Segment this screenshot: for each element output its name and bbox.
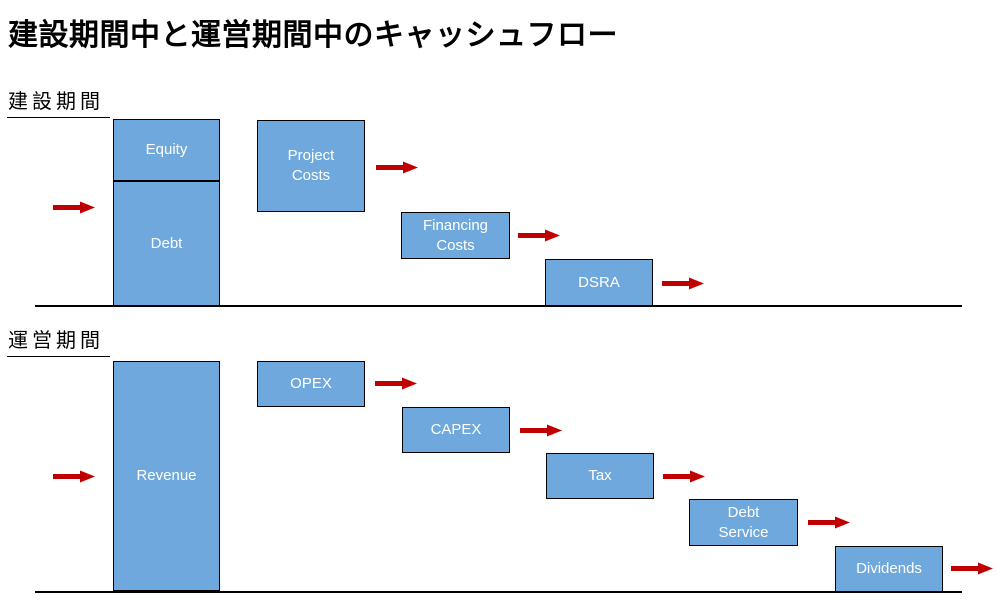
revenue-box: Revenue [113, 361, 220, 591]
equity-label: Equity [145, 141, 188, 158]
dsra-label: DSRA [578, 273, 620, 291]
tax-box: Tax [546, 453, 654, 499]
arrow-after-tax-icon [663, 470, 705, 488]
arrow-after-opex-icon [375, 377, 417, 395]
capex-label: CAPEX [430, 421, 482, 438]
arrow-after-capex-icon [520, 424, 562, 442]
capex-box: CAPEX [402, 407, 510, 453]
debt-service-label: Service [718, 523, 769, 541]
baseline-section-0 [35, 305, 962, 307]
equity-box: Equity [113, 119, 220, 181]
project-costs-label: Costs [291, 167, 331, 184]
dividends-box: Dividends [835, 546, 943, 592]
section-label-operation: 運営期間 [7, 324, 110, 357]
dividends-label: Dividends [856, 560, 922, 577]
financing-costs-label: Costs [436, 236, 475, 254]
financing-costs-label: Financing [422, 216, 489, 234]
arrow-after-project-costs-icon [376, 161, 418, 179]
tax-label: Tax [588, 467, 612, 484]
arrow-after-dividends-icon [951, 562, 993, 580]
baseline-section-1 [35, 591, 962, 593]
debt-box: Debt [113, 181, 220, 306]
inflow-arrow-icon-section-0 [53, 201, 95, 219]
inflow-arrow-icon-section-1 [53, 470, 95, 488]
opex-label: OPEX [290, 375, 332, 392]
arrow-after-financing-costs-icon [518, 229, 560, 247]
project-costs-label: Project [287, 147, 335, 164]
debt-service-label: Debt [727, 503, 760, 521]
dsra-box: DSRA [545, 259, 653, 306]
page-title: 建設期間中と運営期間中のキャッシュフロー [8, 19, 618, 52]
revenue-label: Revenue [136, 467, 197, 484]
debt-label: Debt [150, 234, 183, 252]
section-label-construction: 建設期間 [7, 85, 110, 118]
arrow-after-dsra-icon [662, 277, 704, 295]
arrow-after-debt-service-icon [808, 516, 850, 534]
opex-box: OPEX [257, 361, 365, 407]
